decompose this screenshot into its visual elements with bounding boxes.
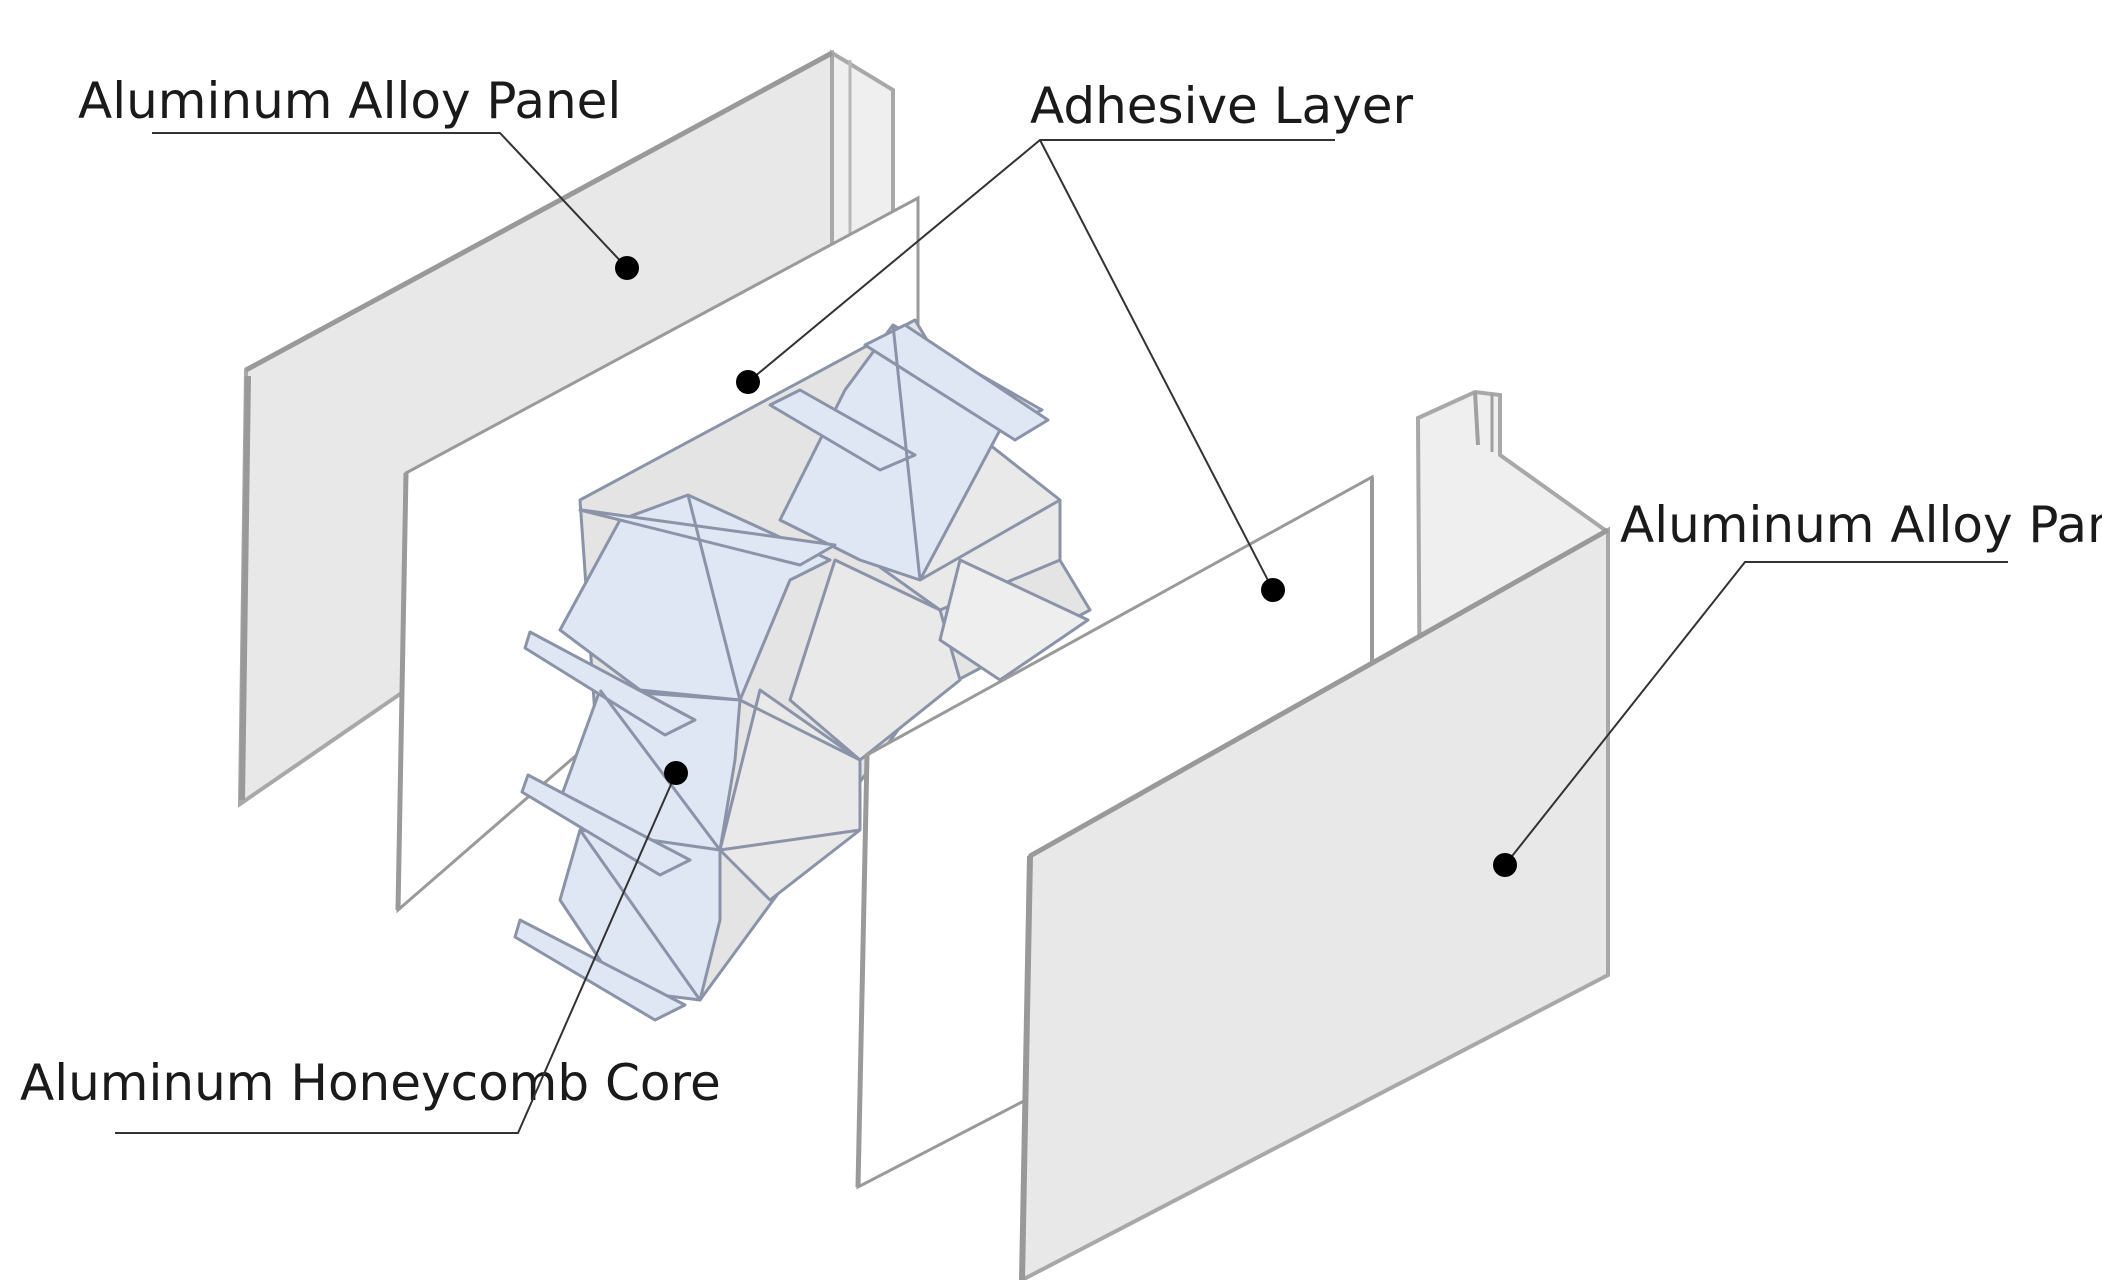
marker-dot-adhesive-right xyxy=(1261,578,1285,602)
callout-panel-right: Aluminum Alloy Panel xyxy=(1493,496,2102,877)
callout-adhesive-layer: Adhesive Layer xyxy=(736,77,1414,602)
callout-panel-top-left: Aluminum Alloy Panel xyxy=(78,72,639,280)
marker-dot-panel-right xyxy=(1493,853,1517,877)
front-aluminum-panel xyxy=(1019,389,1610,1280)
marker-dot-panel-top-left xyxy=(615,256,639,280)
honeycomb-core xyxy=(513,318,1092,1022)
label-honeycomb-core: Aluminum Honeycomb Core xyxy=(20,1054,721,1112)
label-panel-right: Aluminum Alloy Panel xyxy=(1620,496,2102,554)
marker-dot-adhesive-left xyxy=(736,370,760,394)
marker-dot-honeycomb-core xyxy=(664,761,688,785)
label-panel-top-left: Aluminum Alloy Panel xyxy=(78,72,621,130)
label-adhesive-layer: Adhesive Layer xyxy=(1030,77,1414,135)
callout-honeycomb-core: Aluminum Honeycomb Core xyxy=(20,761,721,1134)
